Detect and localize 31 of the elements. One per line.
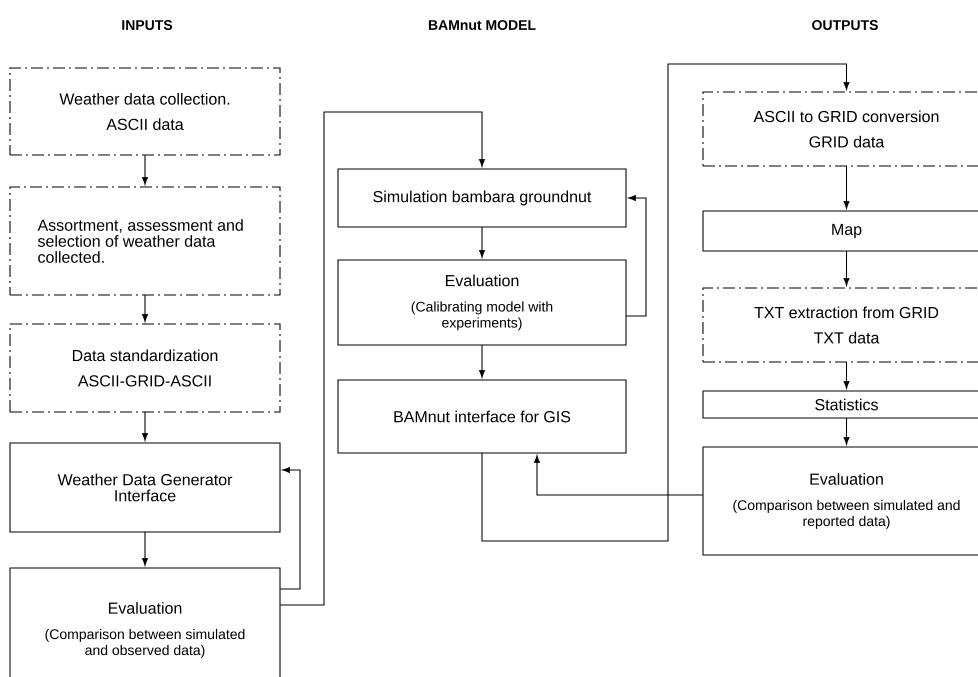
process-box: Weather Data Generator Interface — [9, 442, 281, 533]
process-box: Evaluation (Calibrating model with experiments) — [337, 259, 627, 346]
arrow — [534, 455, 702, 496]
process-box: Map — [702, 210, 978, 252]
arrow — [142, 412, 148, 441]
process-box: ASCII to GRID conversion GRID data — [702, 91, 978, 167]
arrow — [844, 418, 850, 445]
process-box: Data standardization ASCII-GRID-ASCII — [9, 323, 281, 413]
arrow — [142, 296, 148, 322]
process-box: Assortment, assessment and selection of weather data collected. — [9, 186, 281, 296]
process-box: Statistics — [702, 390, 978, 419]
arrow — [479, 346, 485, 378]
process-box: Weather data collection. ASCII data — [9, 67, 281, 156]
process-box: Evaluation (Comparison between simulated and reported data) — [702, 446, 978, 556]
arrow — [142, 156, 148, 185]
arrow — [481, 63, 850, 542]
column-heading: BAMnut MODEL — [428, 20, 536, 30]
column-heading: OUTPUTS — [812, 20, 878, 30]
process-box: BAMnut interface for GIS — [337, 379, 627, 454]
arrow — [844, 252, 850, 286]
process-box: Evaluation (Comparison between simulated and observed data) — [9, 567, 281, 677]
arrow — [280, 111, 485, 606]
arrow — [479, 228, 485, 258]
process-box: TXT extraction from GRID TXT data — [702, 287, 978, 363]
arrow — [280, 467, 301, 590]
arrow — [844, 166, 850, 209]
column-heading: INPUTS — [122, 20, 172, 30]
arrow — [844, 362, 850, 389]
arrow — [142, 532, 148, 566]
process-box: Simulation bambara groundnut — [337, 168, 627, 228]
arrow — [626, 195, 647, 317]
